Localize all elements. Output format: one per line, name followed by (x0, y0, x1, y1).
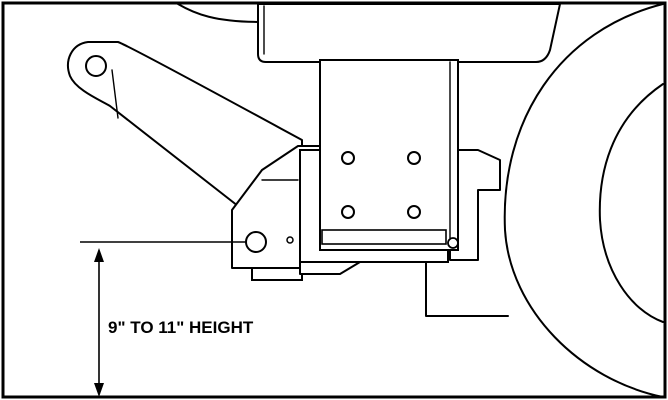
bottom-wedge (299, 261, 361, 275)
upper-housing (257, 3, 561, 63)
bolt-hole (341, 205, 355, 219)
swing-arm-inner-line (111, 69, 119, 119)
bolt-hole (341, 151, 355, 165)
mounting-plate (319, 59, 459, 251)
height-label-bg (104, 316, 300, 338)
support-foot (425, 261, 509, 317)
rear-bracket (449, 149, 501, 261)
hitch-pin-hole (245, 231, 267, 253)
wheel-outer (503, 3, 664, 398)
plate-lower-lip (321, 229, 447, 245)
hitch-small-hole (286, 236, 294, 244)
pivot-hole (85, 55, 107, 77)
height-label: 9" TO 11" HEIGHT (108, 318, 254, 337)
height-arrow-top (94, 248, 104, 262)
height-arrow-bottom (94, 383, 104, 397)
wheel-hub-arc (598, 83, 664, 323)
plate-pin (447, 237, 459, 249)
bolt-hole (407, 205, 421, 219)
chassis-top-edge (177, 3, 263, 23)
bolt-hole (407, 151, 421, 165)
swing-arm (67, 41, 303, 207)
bottom-pad (251, 267, 303, 281)
